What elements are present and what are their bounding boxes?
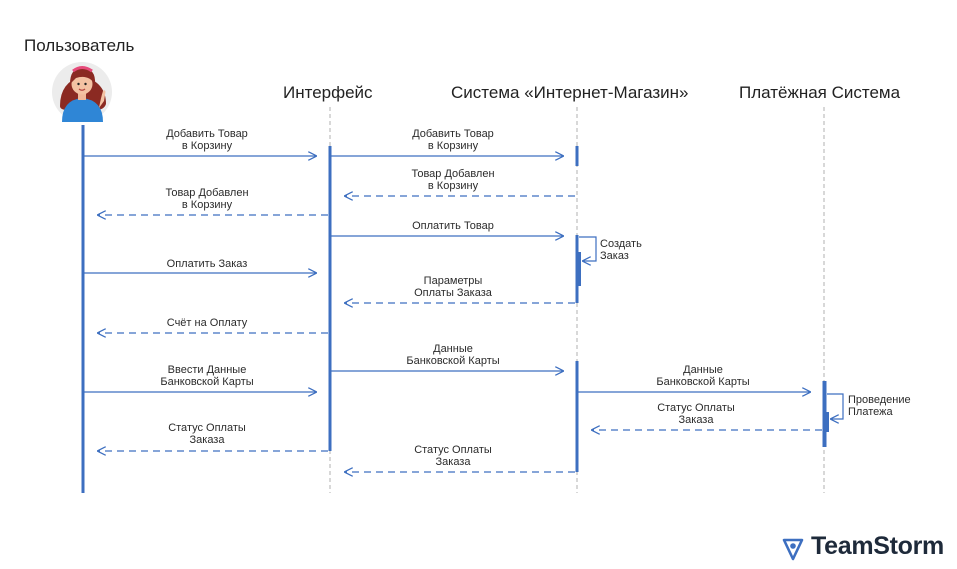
label-invoice: Счёт на Оплату — [166, 317, 248, 329]
participant-payment: Платёжная Система — [739, 83, 901, 102]
label-pay-item: Оплатить Товар — [412, 220, 494, 232]
participant-interface: Интерфейс — [283, 83, 373, 102]
activation-user — [81, 125, 85, 493]
activation-interface — [328, 146, 332, 451]
logo-text: TeamStorm — [811, 532, 944, 560]
self-arrow-process-payment — [827, 393, 844, 419]
activation-shop-1 — [575, 146, 579, 166]
activation-payment-nested — [826, 412, 829, 432]
self-arrow-create-order — [579, 236, 597, 261]
participant-user: Пользователь — [24, 36, 135, 55]
activation-shop-3 — [575, 361, 579, 472]
teamstorm-logo-icon — [782, 538, 804, 561]
participant-shop: Система «Интернет-Магазин» — [451, 83, 689, 102]
label-pay-order: Оплатить Заказ — [166, 258, 248, 270]
teamstorm-logo: TeamStorm — [781, 532, 944, 561]
user-avatar — [52, 62, 112, 122]
activation-shop-2-nested — [578, 252, 581, 286]
activation-payment — [822, 381, 827, 447]
activation-shop-2 — [575, 235, 579, 303]
